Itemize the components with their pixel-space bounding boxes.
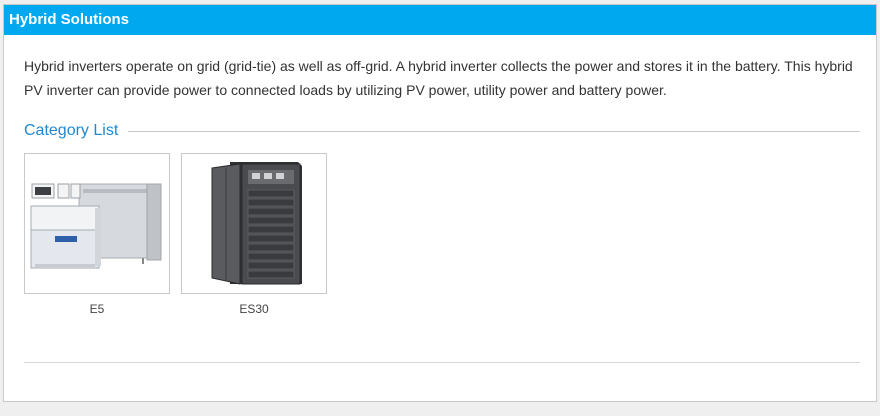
product-name-es30[interactable]: ES30 — [239, 302, 269, 316]
section-divider — [128, 130, 860, 132]
section-title: Category List — [24, 122, 119, 139]
category-list-heading: Category List — [24, 120, 860, 142]
cabinet-image — [211, 162, 302, 285]
product-card-e5[interactable]: E5 — [24, 153, 170, 316]
bottom-divider — [24, 362, 860, 363]
inverter-system-image — [30, 183, 162, 269]
panel-header: Hybrid Solutions — [4, 5, 876, 35]
product-image-es30[interactable] — [181, 153, 327, 294]
product-name-e5[interactable]: E5 — [89, 302, 105, 316]
product-image-e5[interactable] — [24, 153, 170, 294]
hybrid-solutions-panel: Hybrid Solutions Hybrid inverters operat… — [3, 4, 877, 402]
intro-text: Hybrid inverters operate on grid (grid-t… — [24, 58, 853, 98]
product-card-es30[interactable]: ES30 — [181, 153, 327, 316]
